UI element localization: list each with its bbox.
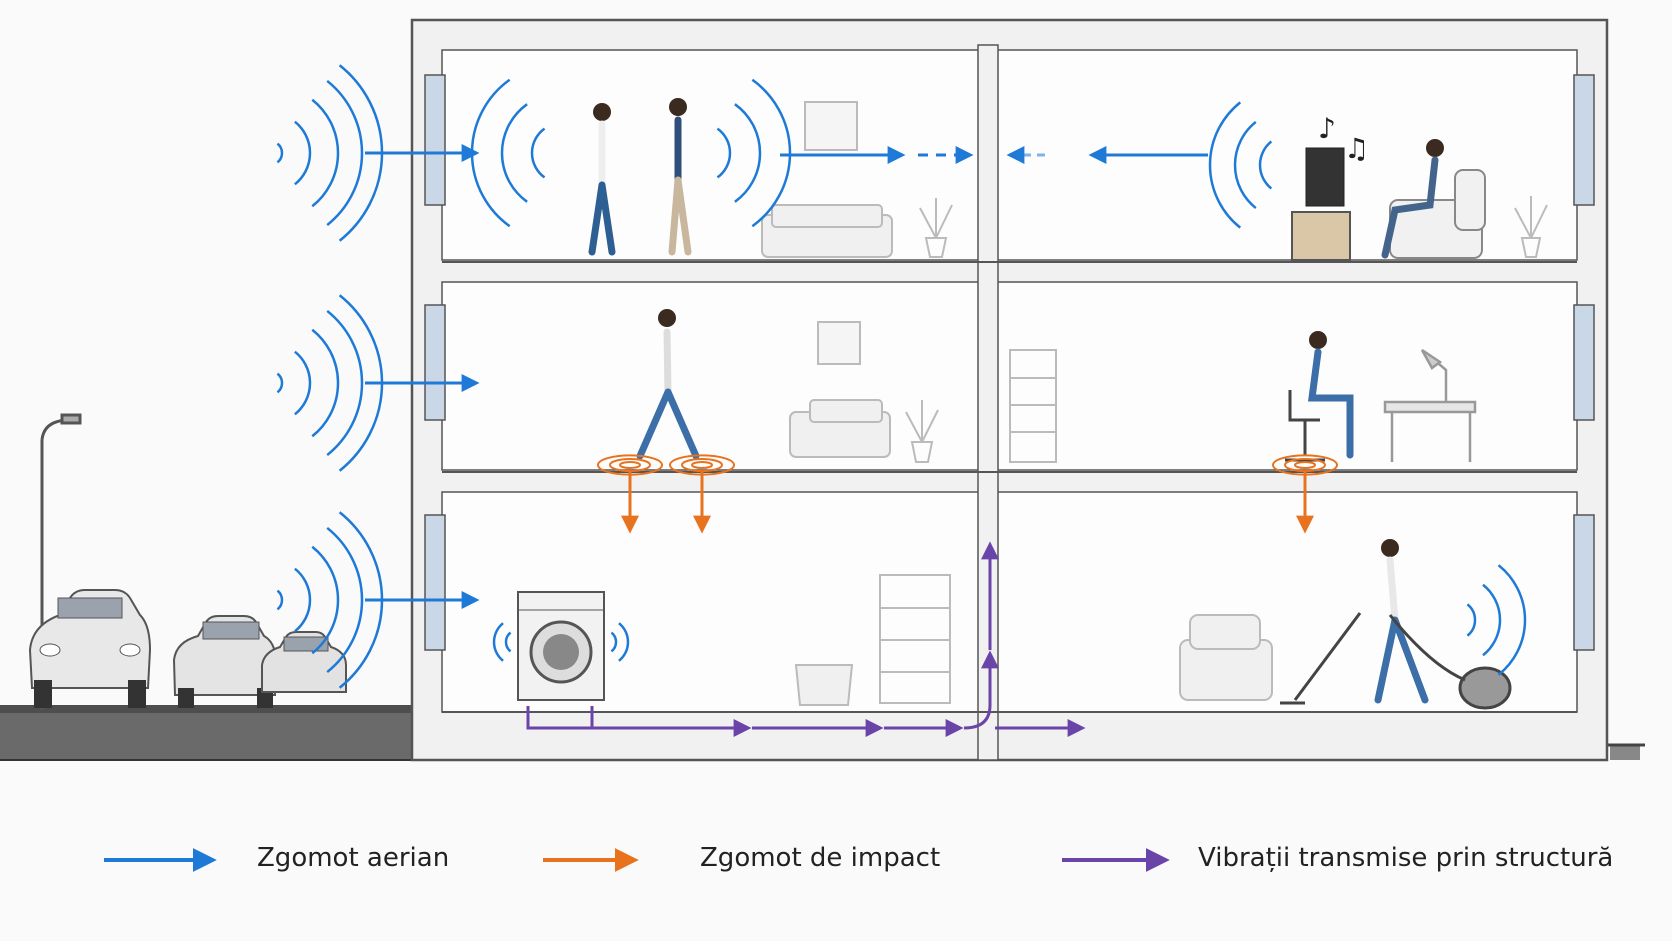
impact-ring	[1284, 458, 1326, 472]
structure-arrows	[526, 541, 1086, 737]
sound-wave-arc	[1466, 603, 1477, 637]
person-icon	[588, 98, 1444, 704]
bookshelf-icon	[879, 349, 1057, 704]
laundry-basket-icon	[794, 664, 854, 706]
car-icon	[28, 589, 152, 708]
tv-icon	[1291, 147, 1351, 261]
car-icon	[172, 615, 278, 708]
airborne-arrows	[365, 144, 1208, 609]
sound-wave-arc	[618, 622, 630, 662]
sound-wave-arc	[311, 98, 340, 208]
sound-wave-arc	[326, 309, 364, 457]
impact-ring	[1294, 461, 1316, 469]
vacuum-cleaner-icon	[1280, 612, 1512, 710]
sound-wave-arc	[276, 589, 284, 611]
impact-ring	[681, 458, 723, 472]
sound-wave-arc	[1208, 101, 1242, 229]
impact-ring	[619, 461, 641, 469]
svg-text:♪: ♪	[1318, 112, 1336, 145]
sound-wave-arc	[294, 567, 312, 633]
sofa-icon	[761, 204, 1273, 701]
sound-wave-arc	[276, 372, 284, 394]
impact-ring	[609, 458, 651, 472]
sound-wave-arc	[734, 103, 762, 203]
desk-lamp-icon	[1383, 348, 1477, 462]
picture-frame-icon	[804, 101, 861, 365]
sound-wave-arc	[1497, 564, 1527, 676]
window-icon	[424, 74, 1595, 651]
sound-wave-arc	[530, 127, 546, 179]
street	[0, 705, 1645, 761]
car-icon	[261, 631, 347, 693]
sound-wave-arc	[1482, 583, 1502, 657]
sound-wave-arc	[716, 127, 732, 179]
sound-wave-arc	[1233, 120, 1257, 210]
sound-wave-arc	[504, 631, 512, 653]
sound-wave-arc	[311, 328, 340, 438]
sound-wave-arc	[492, 622, 504, 662]
sound-wave-arc	[276, 142, 284, 164]
legend-airborne-label: Zgomot aerian	[257, 843, 450, 873]
sound-wave-arc	[326, 526, 364, 674]
music-note-icon: ♪♫	[1318, 112, 1369, 165]
sound-wave-arc	[311, 545, 340, 655]
legend-structure-label: Vibrații transmise prin structură	[1198, 843, 1614, 873]
sound-wave-arc	[326, 79, 364, 227]
impact-ring	[691, 461, 713, 469]
sound-wave-arc	[1258, 140, 1273, 190]
sound-wave-arc	[610, 631, 618, 653]
sound-wave-arc	[294, 120, 312, 186]
sound-wave-arc	[294, 350, 312, 416]
washing-machine-icon	[517, 591, 605, 701]
svg-text:♫: ♫	[1344, 132, 1369, 165]
sound-wave-arc	[751, 78, 792, 228]
sound-wave-arc	[500, 103, 528, 203]
plant-icon	[905, 196, 1548, 463]
impact-arrows	[621, 472, 1314, 534]
legend-impact-label: Zgomot de impact	[700, 843, 941, 873]
